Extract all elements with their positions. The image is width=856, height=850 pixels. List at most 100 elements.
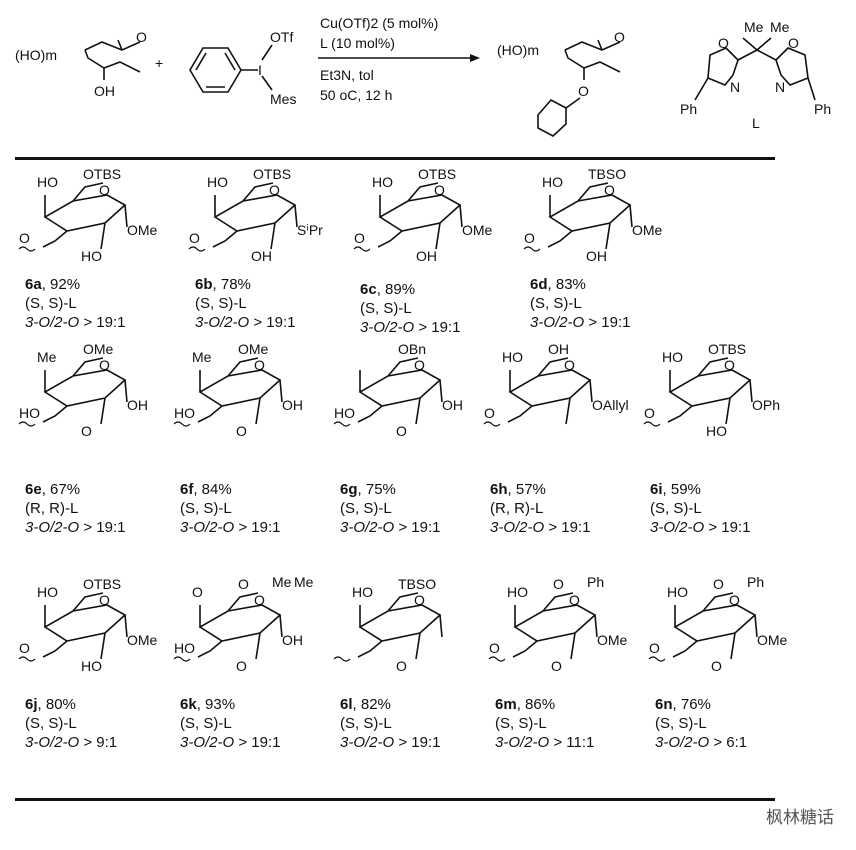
wavy-bond-icon — [353, 246, 371, 252]
ligand-label: L — [752, 115, 760, 131]
pyranose-ring — [42, 592, 128, 660]
ligand-config: (S, S)-L — [195, 295, 247, 312]
compound-id: 6d — [530, 276, 548, 293]
atom-label: O — [254, 592, 265, 608]
ligand-oxygen-2: O — [788, 35, 799, 51]
product-ring-oxygen: O — [614, 29, 625, 45]
compound-id: 6h — [490, 481, 508, 498]
compound-yield: , 57% — [507, 481, 546, 498]
pyranose-ring — [212, 182, 298, 250]
atom-label: HO — [81, 658, 102, 674]
condition-temp-time: 50 oC, 12 h — [320, 87, 392, 103]
atom-label: Ph — [747, 575, 764, 590]
compound-id: 6a — [25, 276, 42, 293]
compound-yield: , 67% — [41, 481, 81, 498]
atom-label: OMe — [83, 341, 114, 357]
atom-label: OBn — [398, 341, 426, 357]
compound-id: 6b — [195, 276, 213, 293]
atom-label: O — [434, 182, 445, 198]
atom-label: O — [238, 576, 249, 592]
atom-label: HO — [207, 174, 228, 190]
selectivity-sites: 3-O/2-O — [180, 734, 235, 751]
top-divider — [15, 157, 775, 160]
substrate-ring-oxygen: O — [136, 29, 147, 45]
condition-catalyst: Cu(OTf)2 (5 mol%) — [320, 15, 438, 31]
pyranose-ring — [377, 182, 463, 250]
selectivity-ratio: > 19:1 — [234, 519, 281, 536]
wavy-bond-icon — [523, 246, 541, 252]
selectivity-ratio: > 19:1 — [249, 314, 296, 331]
ligand-structure — [694, 37, 816, 101]
pyranose-ring — [197, 357, 283, 425]
mesityl-label: Mes — [270, 91, 296, 107]
selectivity-sites: 3-O/2-O — [655, 734, 710, 751]
pyranose-ring — [547, 182, 633, 250]
compound-yield: , 80% — [37, 696, 76, 713]
atom-label: O — [354, 230, 365, 246]
compound-yield: , 93% — [196, 696, 236, 713]
wavy-bond-icon — [188, 246, 206, 252]
atom-label: O — [414, 592, 425, 608]
wavy-bond-icon — [173, 421, 191, 427]
atom-label: O — [192, 584, 203, 600]
atom-label: HO — [334, 405, 355, 421]
atom-label: O — [236, 423, 247, 439]
compound-id: 6e — [25, 481, 42, 498]
selectivity-ratio: > 19:1 — [414, 319, 461, 336]
atom-label: HO — [502, 349, 523, 365]
atom-label: HO — [81, 248, 102, 264]
atom-label: O — [236, 658, 247, 674]
compound-id: 6g — [340, 481, 358, 498]
atom-label: SⁱPr — [297, 222, 323, 238]
product-ether-oxygen: O — [578, 83, 589, 99]
atom-label: OMe — [757, 632, 788, 648]
atom-label: HO — [37, 174, 58, 190]
atom-label: O — [724, 357, 735, 373]
ligand-nitrogen-1: N — [730, 79, 740, 95]
compound-id: 6l — [340, 696, 353, 713]
atom-label: O — [711, 658, 722, 674]
bottom-divider — [15, 798, 775, 801]
selectivity-ratio: > 19:1 — [79, 519, 126, 536]
compound-id: 6j — [25, 696, 38, 713]
atom-label: OH — [251, 248, 272, 264]
atom-label: HO — [542, 174, 563, 190]
selectivity-sites: 3-O/2-O — [25, 314, 80, 331]
selectivity-ratio: > 19:1 — [394, 734, 441, 751]
atom-label: OTBS — [418, 166, 456, 182]
selectivity-ratio: > 11:1 — [549, 734, 595, 751]
atom-label: HO — [662, 349, 683, 365]
ligand-config: (S, S)-L — [495, 715, 547, 732]
atom-label: O — [81, 423, 92, 439]
selectivity-sites: 3-O/2-O — [360, 319, 415, 336]
pyranose-ring — [672, 592, 758, 660]
atom-label: O — [254, 357, 265, 373]
atom-label: Me — [272, 575, 292, 590]
atom-label: OMe — [238, 341, 269, 357]
atom-label: O — [19, 230, 30, 246]
selectivity-ratio: > 19:1 — [79, 314, 126, 331]
